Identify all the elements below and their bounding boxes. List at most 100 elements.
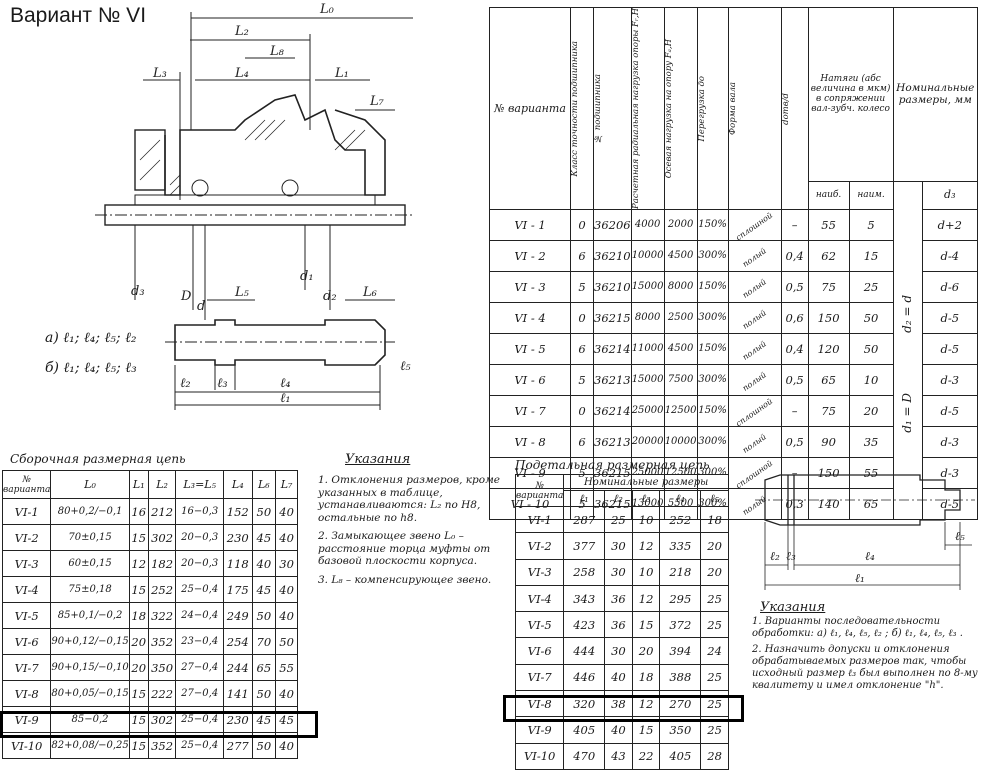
det-cell: 15 bbox=[631, 611, 661, 639]
det-cell: 38 bbox=[604, 690, 633, 718]
det-hdr-1: ℓ₁ bbox=[563, 490, 606, 507]
asm-cell: 212 bbox=[147, 498, 177, 525]
shape-text: полый bbox=[741, 432, 769, 455]
cell-b: 36215 bbox=[593, 301, 632, 334]
cell-ratio: 0,4 bbox=[780, 239, 809, 272]
asm-cell: VI-3 bbox=[1, 550, 52, 577]
asm-cell: 20 bbox=[128, 654, 149, 681]
schema-a: а) ℓ₁; ℓ₄; ℓ₅; ℓ₂ bbox=[45, 330, 137, 346]
asm-cell: 16−0,3 bbox=[175, 498, 225, 525]
cell-fr: 15000 bbox=[630, 363, 665, 396]
asm-cell: 50 bbox=[251, 602, 277, 629]
asm-cell: 40 bbox=[275, 524, 298, 551]
det-cell: VI-6 bbox=[514, 637, 565, 665]
instructions-list: 1. Отклонения размеров, кроме указанных … bbox=[318, 474, 513, 586]
cell-v: VI - 8 bbox=[489, 425, 571, 458]
asm-cell: VI-6 bbox=[1, 628, 52, 655]
shape-text: сплошной bbox=[734, 396, 775, 427]
cell-d3: d-5 bbox=[921, 301, 979, 334]
det-hdr-top: Номинальные размеры bbox=[563, 474, 729, 491]
cell-b: 36206 bbox=[593, 208, 632, 241]
asm-hdr-3: L₂ bbox=[147, 470, 177, 499]
label-d1: d₁ bbox=[300, 269, 314, 284]
cell-acc: 6 bbox=[570, 239, 594, 272]
cell-min: 15 bbox=[848, 239, 894, 272]
cell-d3: d-3 bbox=[921, 456, 979, 489]
asm-hdr-0: № варианта bbox=[1, 470, 52, 499]
cell-v: VI - 7 bbox=[489, 394, 571, 427]
asm-cell: 70 bbox=[251, 628, 277, 655]
cell-ratio: – bbox=[780, 394, 809, 427]
label-L1: L₁ bbox=[334, 66, 349, 81]
label-L5: L₅ bbox=[234, 285, 250, 300]
label-L7: L₇ bbox=[369, 94, 385, 109]
cell-min: 5 bbox=[848, 208, 894, 241]
asm-cell: 15 bbox=[128, 576, 149, 603]
asm-hdr-7: L₇ bbox=[275, 470, 298, 499]
cell-v: VI - 1 bbox=[489, 208, 571, 241]
label-l4: ℓ₄ bbox=[280, 376, 291, 391]
asm-cell: VI-5 bbox=[1, 602, 52, 629]
cell-fr: 20000 bbox=[630, 425, 665, 458]
asm-cell: VI-8 bbox=[1, 680, 52, 707]
asm-cell: 302 bbox=[147, 706, 177, 733]
cell-fa: 2500 bbox=[663, 301, 698, 334]
det-cell: VI-5 bbox=[514, 611, 565, 639]
cell-b: 36214 bbox=[593, 394, 632, 427]
det-cell: 320 bbox=[563, 690, 606, 718]
small-l2: ℓ₂ bbox=[770, 549, 780, 563]
d-relations: d₂ = d d₁ = D bbox=[892, 209, 923, 520]
cell-ov: 300% bbox=[696, 363, 729, 396]
asm-cell: 40 bbox=[275, 576, 298, 603]
asm-cell: 254 bbox=[223, 628, 253, 655]
d1-eq-D: d₁ = D bbox=[900, 393, 915, 434]
d2-eq-d: d₂ = d bbox=[900, 295, 915, 334]
asm-cell: 60±0,15 bbox=[50, 550, 130, 577]
cell-fa: 7500 bbox=[663, 363, 698, 396]
detail-instruction-1: 1. Варианты последовательности обработки… bbox=[752, 616, 963, 639]
highlight-asm-row bbox=[0, 711, 318, 738]
det-cell: 12 bbox=[631, 690, 661, 718]
det-cell: 36 bbox=[604, 584, 633, 613]
assembly-drawing: L₀ L₂ L₈ L₃ L₄ L₁ L₇ d₃ D d d₁ d₂ L₅ L₆ … bbox=[95, 2, 415, 410]
cell-fa: 8000 bbox=[663, 270, 698, 303]
small-l5: ℓ₅ bbox=[955, 529, 965, 543]
detail-instructions-list: 1. Варианты последовательности обработки… bbox=[752, 616, 994, 692]
det-cell: 30 bbox=[604, 532, 633, 560]
asm-cell: 45 bbox=[251, 524, 277, 551]
cell-ratio: 0,5 bbox=[780, 363, 809, 396]
cell-max: 75 bbox=[807, 270, 850, 303]
detail-caption: Подетальная размерная цепь bbox=[515, 458, 710, 472]
cell-max: 150 bbox=[807, 301, 850, 334]
instructions-title: Указания bbox=[345, 452, 411, 467]
asm-cell: 50 bbox=[275, 628, 298, 655]
cell-fr: 15000 bbox=[630, 270, 665, 303]
cell-b: 36210 bbox=[593, 239, 632, 272]
cell-v: VI - 5 bbox=[489, 332, 571, 365]
asm-cell: 15 bbox=[128, 524, 149, 551]
cell-ov: 300% bbox=[696, 425, 729, 458]
hdr-max: наиб. bbox=[807, 180, 850, 210]
asm-cell: 141 bbox=[223, 680, 253, 707]
asm-cell: 40 bbox=[275, 732, 298, 759]
label-L0: L₀ bbox=[319, 2, 335, 17]
cell-d3: d+2 bbox=[921, 208, 979, 241]
cell-v: VI - 2 bbox=[489, 239, 571, 272]
asm-cell: VI-1 bbox=[1, 498, 52, 525]
detail-instructions-title: Указания bbox=[760, 600, 826, 615]
label-L3: L₃ bbox=[152, 66, 167, 81]
cell-fr: 10000 bbox=[630, 239, 665, 272]
cell-ratio: 0,5 bbox=[780, 270, 809, 303]
det-cell: 372 bbox=[659, 611, 702, 639]
